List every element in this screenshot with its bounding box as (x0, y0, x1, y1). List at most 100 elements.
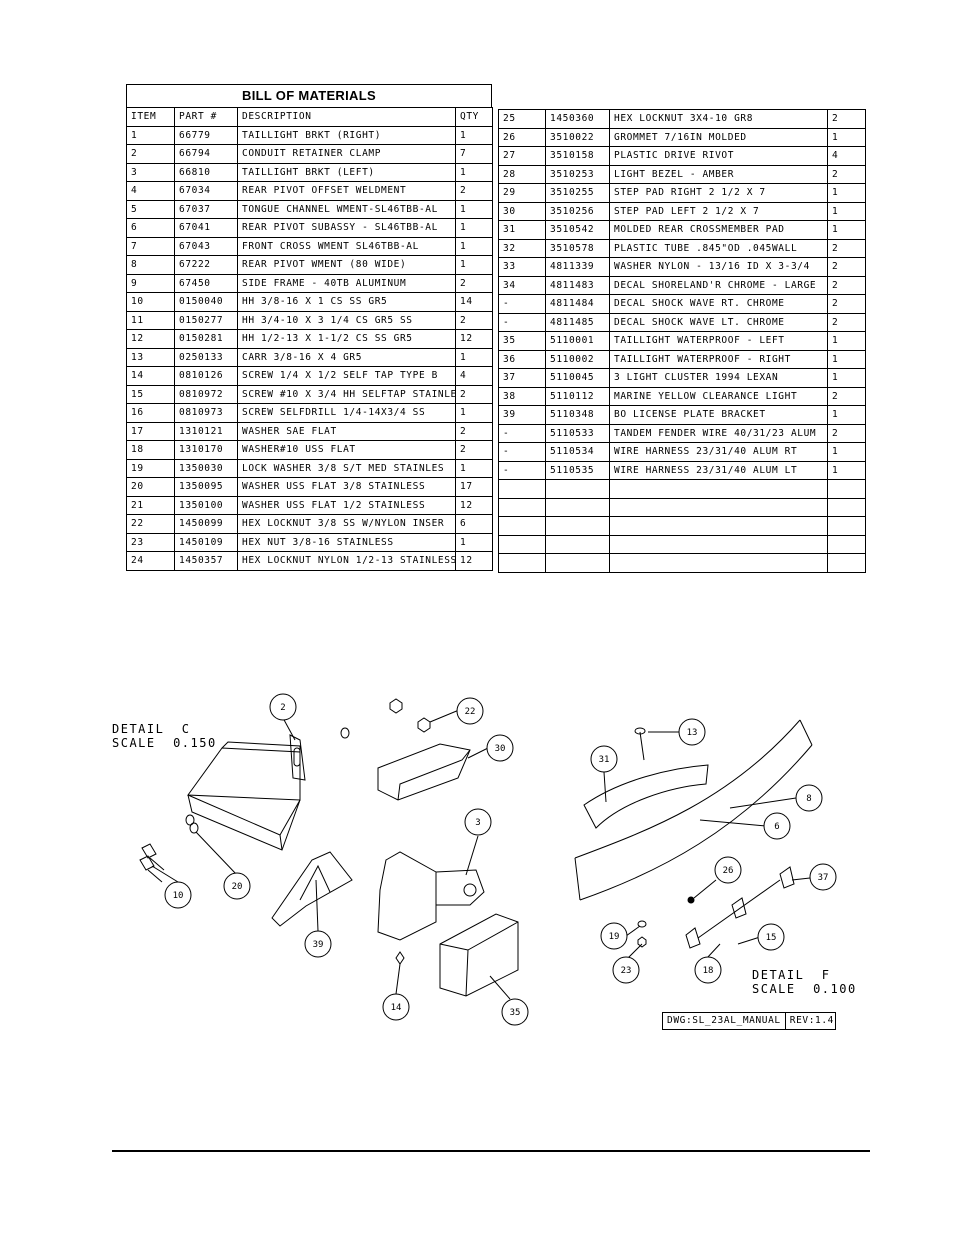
callout-balloon-label: 2 (280, 703, 285, 713)
callout-balloon-label: 6 (774, 822, 779, 832)
bom-cell: 1 (827, 127, 866, 147)
item-37-light-cluster (685, 866, 795, 949)
bom-cell: CONDUIT RETAINER CLAMP (237, 144, 456, 164)
callout-balloon-circle (304, 930, 332, 958)
bom-cell: 3510256 (545, 201, 610, 221)
callout-balloon-circle (600, 922, 628, 950)
item-22-nuts (389, 698, 431, 733)
bom-cell: FRONT CROSS WMENT SL46TBB-AL (237, 236, 456, 256)
callout-balloon-label: 30 (495, 744, 506, 754)
detail-f-scale: SCALE 0.100 (752, 982, 857, 996)
detail-c-scale: SCALE 0.150 (112, 736, 217, 750)
callout-balloon-label: 14 (391, 1003, 402, 1013)
callout-balloon-circle (486, 734, 514, 762)
bom-cell: TAILLIGHT BRKT (LEFT) (237, 162, 456, 182)
callout-balloon-circle (464, 808, 492, 836)
callout-balloon-label: 8 (806, 794, 811, 804)
callout-balloon-circle (164, 881, 192, 909)
callout-balloon-label: 3 (475, 818, 480, 828)
callout-balloon-label: 18 (703, 966, 714, 976)
callout-balloon-label: 10 (173, 891, 184, 901)
bom-cell: REAR PIVOT OFFSET WELDMENT (237, 181, 456, 201)
callout-balloon-label: 20 (232, 882, 243, 892)
item-31-crossmember-pad (583, 764, 709, 829)
bom-row (498, 534, 866, 554)
footer-rule (112, 1150, 870, 1152)
item-2-retainer-bracket (187, 734, 306, 851)
callout-balloon-label: 13 (687, 728, 698, 738)
bom-cell: 29 (498, 183, 546, 203)
bom-cell: TAILLIGHT BRKT (RIGHT) (237, 125, 456, 145)
item-39-license-bracket (271, 851, 353, 927)
bom-cell: 4 (827, 146, 866, 166)
bom-cell: 2 (455, 384, 493, 404)
drawing-number: DWG:SL_23AL_MANUAL (667, 1015, 781, 1026)
bom-cell: 1 (455, 218, 493, 238)
bom-row (498, 516, 866, 536)
leader-lines (151, 709, 811, 1000)
item-19-23-hardware (637, 920, 647, 948)
callout-balloon-label: 35 (510, 1008, 521, 1018)
detail-f-title: DETAIL F (752, 968, 831, 982)
item-3-taillight-bracket (377, 851, 485, 941)
bom-cell: REAR PIVOT SUBASSY - SL46TBB-AL (237, 218, 456, 238)
title-block: DWG:SL_23AL_MANUAL REV:1.4 (662, 1012, 836, 1030)
callout-balloon-circle (456, 697, 484, 725)
bom-cell: 1 (827, 201, 866, 221)
item-35-taillight (439, 913, 519, 997)
bom-cell: 2 (455, 181, 493, 201)
callout-balloon-label: 37 (818, 873, 829, 883)
callout-balloon-circle (757, 923, 785, 951)
bom-cell: 1 (455, 162, 493, 182)
callout-balloon-circle (223, 872, 251, 900)
callout-balloon-circle (694, 956, 722, 984)
callout-balloon-circle (795, 784, 823, 812)
bom-cell: 4 (126, 181, 175, 201)
callout-balloon-circle (269, 693, 297, 721)
item-8-6-frame (574, 719, 813, 901)
callout-balloon-circle (382, 993, 410, 1021)
bom-cell: 1 (827, 331, 866, 351)
callout-balloon-label: 22 (465, 707, 476, 717)
revision: REV:1.4 (784, 1013, 838, 1029)
bom-row (498, 497, 866, 517)
bom-cell: 1 (827, 220, 866, 240)
bom-cell: 2 (827, 164, 866, 184)
item-13-bolt (634, 727, 646, 761)
callout-balloon-label: 39 (313, 940, 324, 950)
callout-balloon-label: 26 (723, 866, 734, 876)
callout-balloon-circle (678, 718, 706, 746)
bom-cell: 7 (455, 144, 493, 164)
